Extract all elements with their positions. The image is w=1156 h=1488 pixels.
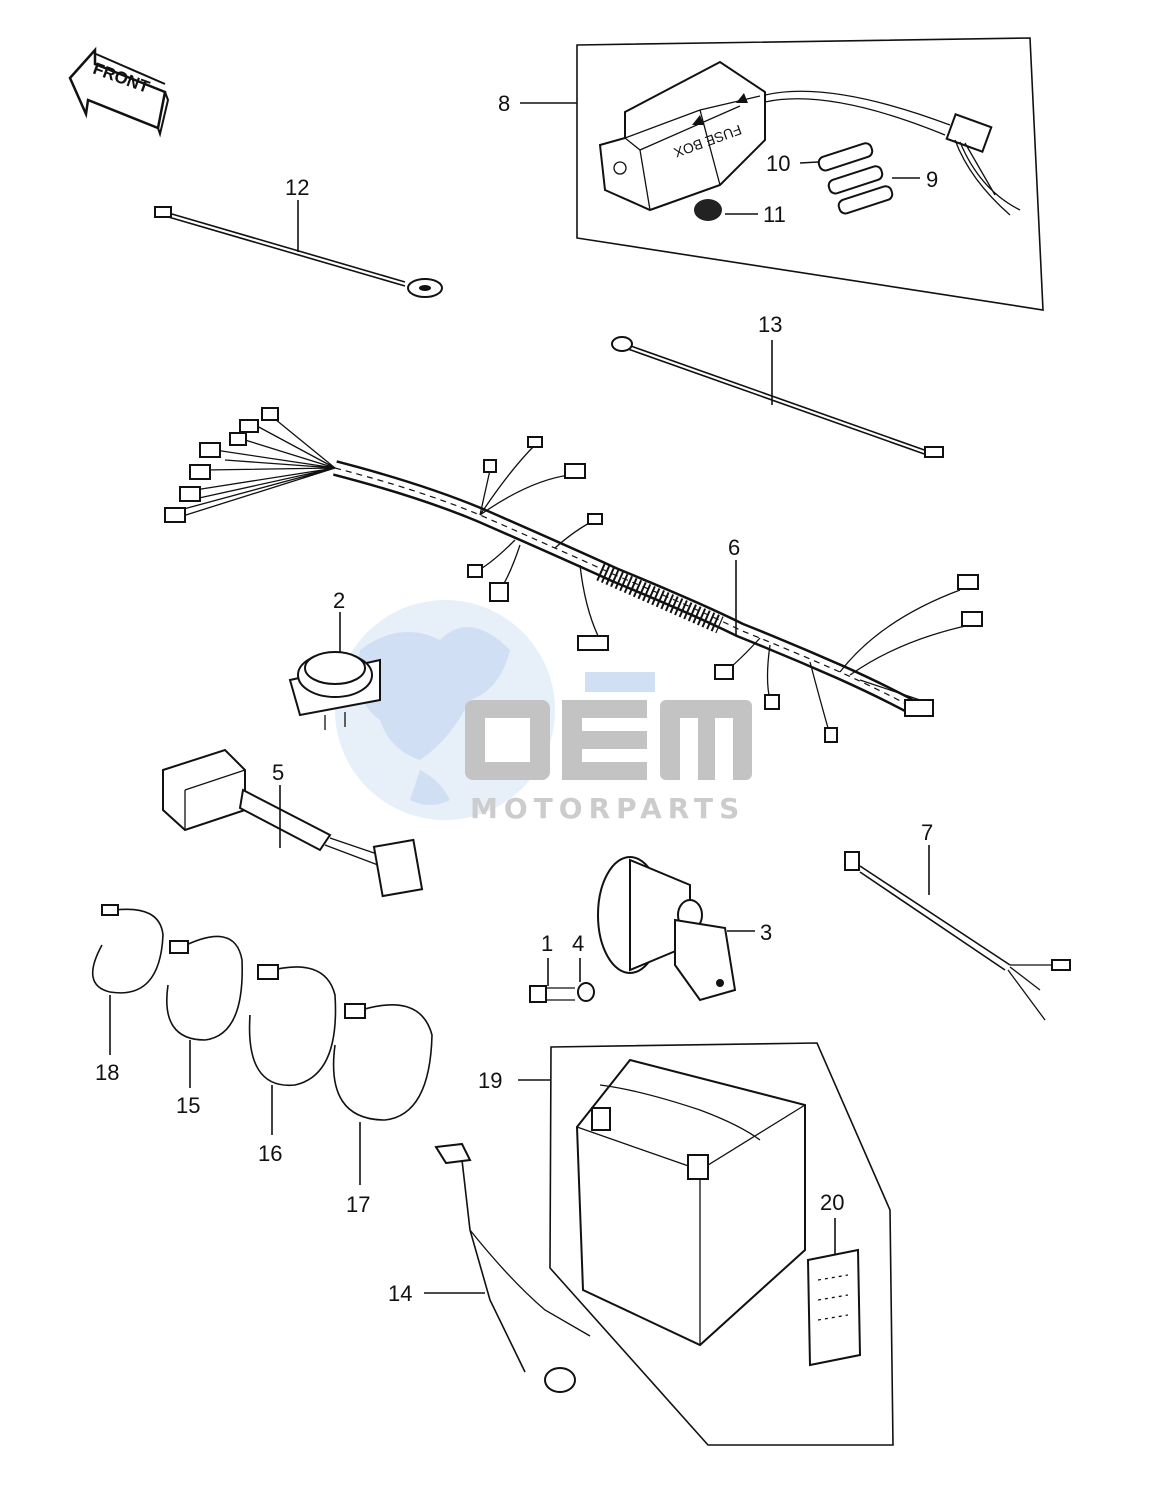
callout-15: 15 [176, 1093, 200, 1118]
callout-6: 6 [728, 535, 740, 560]
relay-2 [288, 651, 381, 730]
callout-16: 16 [258, 1141, 282, 1166]
fuse-9 [827, 165, 894, 215]
callout-20: 20 [820, 1190, 844, 1215]
callout-12: 12 [285, 175, 309, 200]
callout-8: 8 [498, 91, 510, 116]
callout-1: 1 [541, 931, 553, 956]
band-15 [166, 935, 243, 1041]
regulator-5 [162, 748, 424, 898]
watermark-subtitle: MOTORPARTS [470, 792, 745, 825]
battery-group-frame [549, 1042, 894, 1446]
callout-2: 2 [333, 588, 345, 613]
bolt-1 [529, 985, 575, 1003]
main-wiring-harness [164, 407, 983, 743]
callout-labels: 8 10 9 11 12 13 6 2 5 7 1 4 3 18 15 16 1… [95, 91, 938, 1306]
band-16 [248, 964, 337, 1087]
wire-lead-7 [844, 851, 1071, 1021]
callout-19: 19 [478, 1068, 502, 1093]
leader-lines [109, 102, 930, 1294]
front-arrow-icon: FRONT [68, 46, 170, 138]
horn-3 [597, 856, 737, 1002]
callout-7: 7 [921, 820, 933, 845]
ground-wire-12 [154, 206, 443, 298]
grommet-11 [694, 199, 722, 221]
watermark: MOTORPARTS [335, 600, 752, 825]
callout-11: 11 [763, 202, 786, 227]
callout-18: 18 [95, 1060, 119, 1085]
watermark-logo [465, 672, 752, 780]
battery-cable-14 [434, 1142, 591, 1393]
callout-4: 4 [572, 931, 584, 956]
battery-19 [575, 1058, 806, 1347]
washer-4 [577, 982, 595, 1002]
band-18 [91, 904, 164, 994]
callout-3: 3 [760, 920, 772, 945]
fuse-10 [817, 142, 874, 172]
callout-14: 14 [388, 1281, 412, 1306]
callout-17: 17 [346, 1192, 370, 1217]
fuse-box-group-frame [576, 37, 1044, 311]
battery-label-20 [806, 1248, 862, 1367]
band-17 [332, 1003, 433, 1121]
callout-5: 5 [272, 760, 284, 785]
callout-9: 9 [926, 167, 938, 192]
ground-wire-13 [611, 336, 944, 458]
callout-13: 13 [758, 312, 782, 337]
callout-10: 10 [766, 151, 790, 176]
fuse-box: FUSE BOX [598, 60, 1021, 216]
